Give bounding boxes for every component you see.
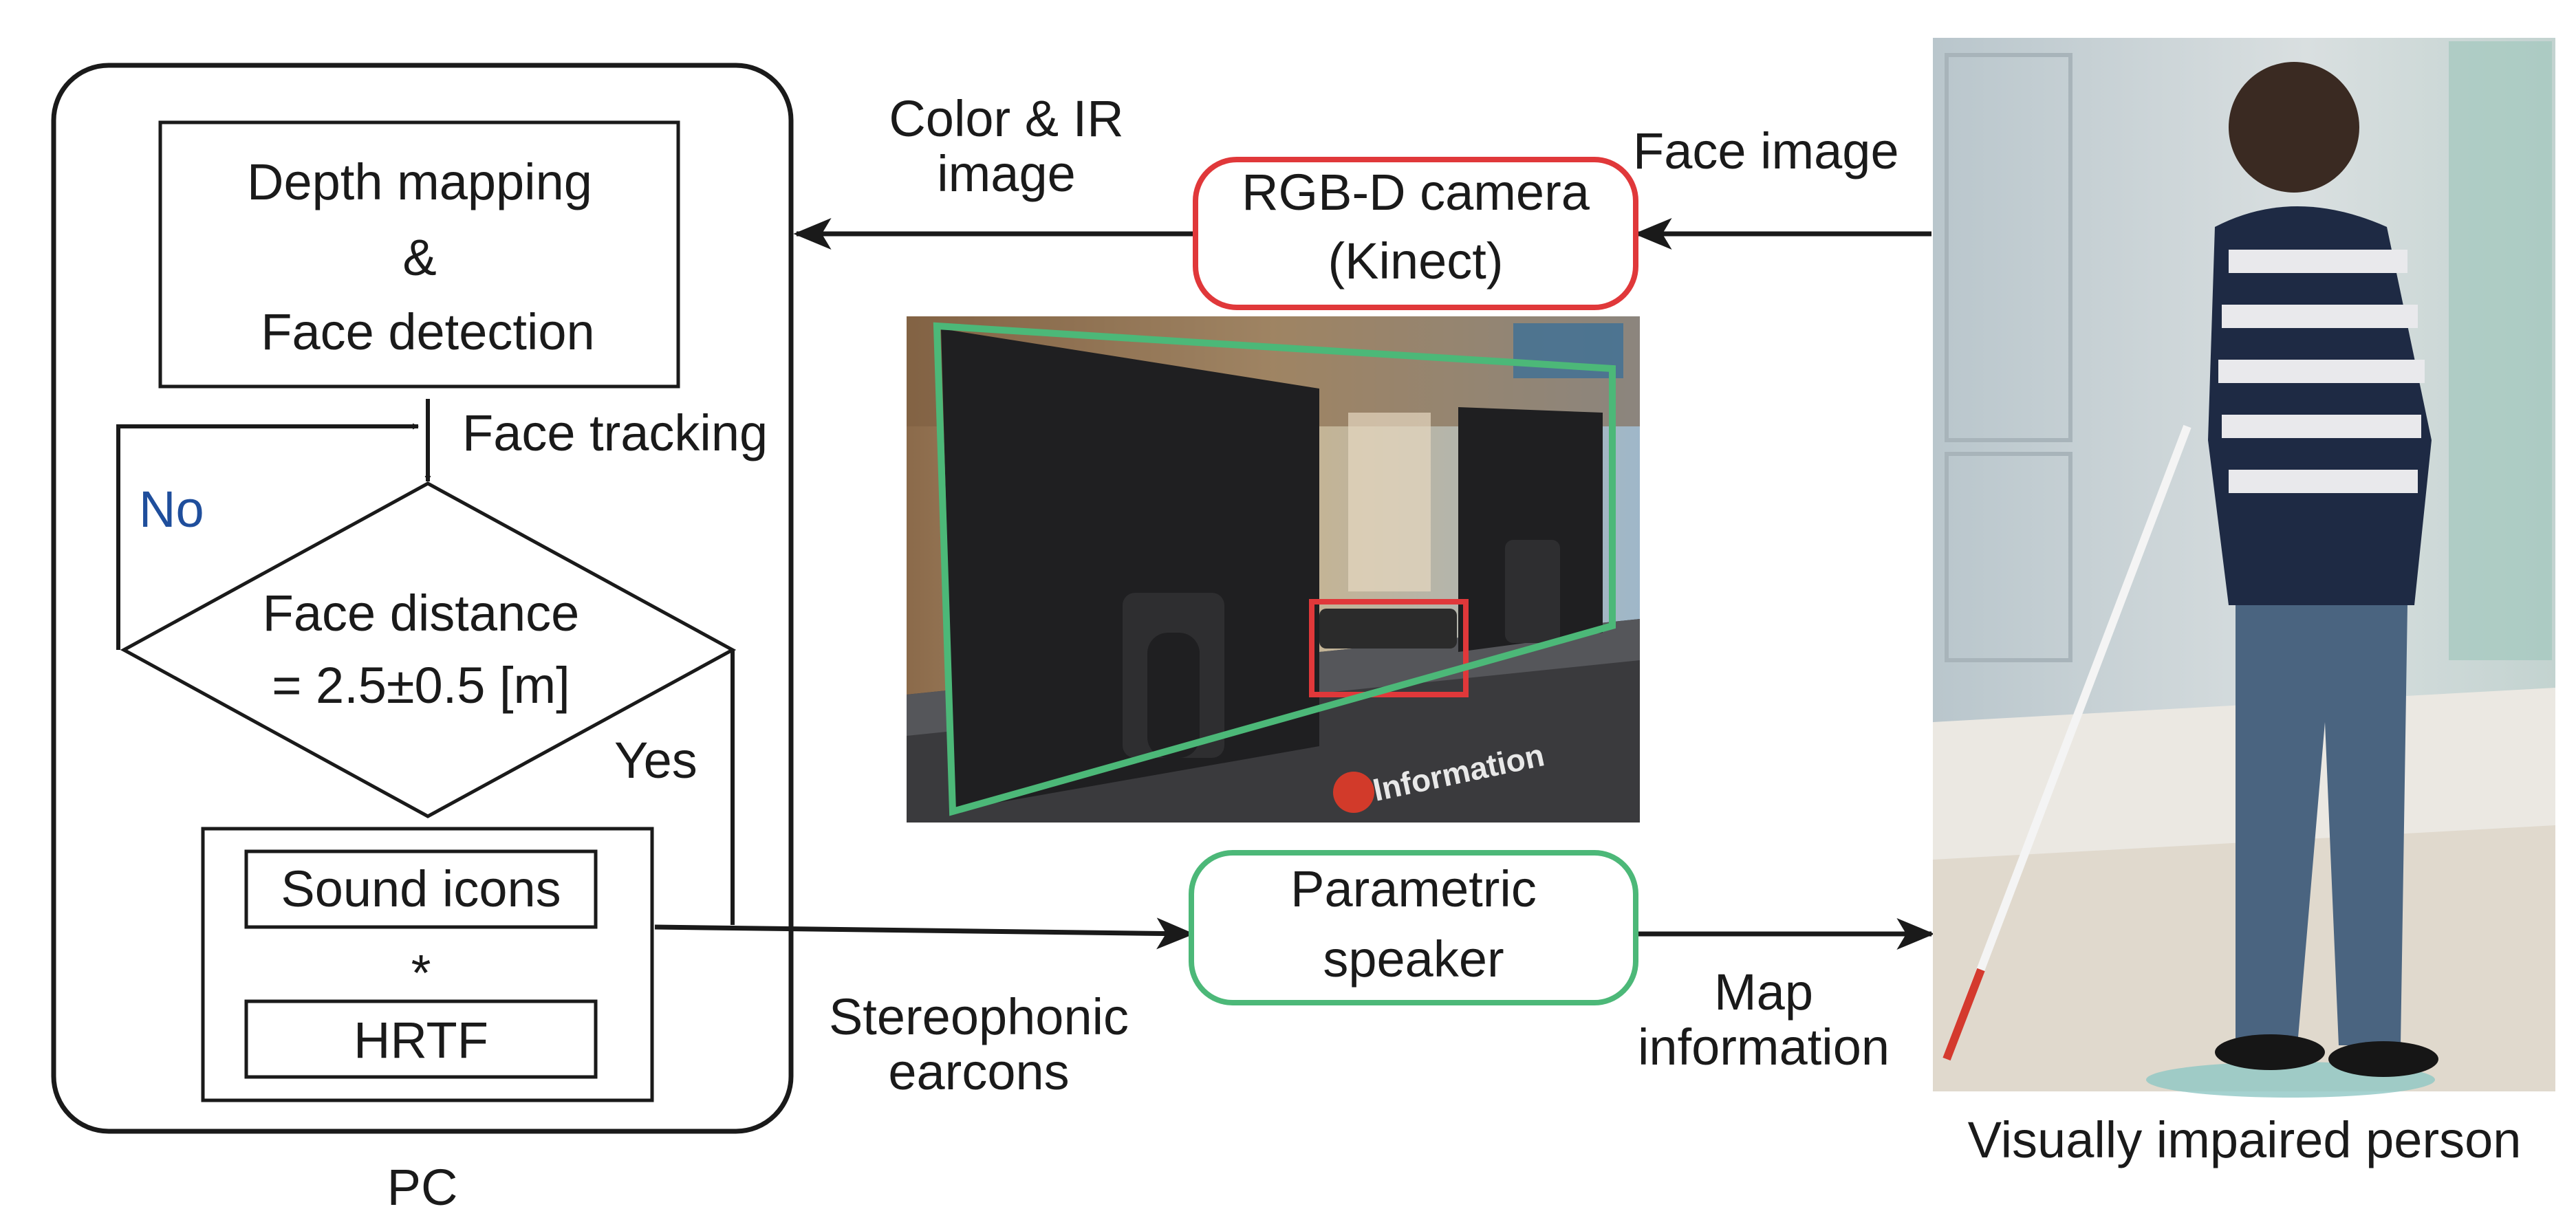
stereo-label-line1: Stereophonic [829, 988, 1129, 1045]
person-caption: Visually impaired person [1968, 1111, 2522, 1168]
stereo-arrow [654, 917, 1195, 950]
no-loop-arrow [116, 423, 419, 650]
map-info-label-line1: Map [1714, 963, 1813, 1021]
depth-box-line1: Depth mapping [247, 153, 592, 210]
depth-face-detection-box [158, 120, 680, 389]
face-image-label: Face image [1633, 122, 1899, 179]
pc-label: PC [387, 1159, 458, 1216]
decision-line2: = 2.5±0.5 [m] [272, 657, 570, 714]
depth-box-line3: Face detection [261, 303, 594, 360]
color-ir-label-line2: image [937, 145, 1076, 202]
speaker-line1: Parametric [1290, 860, 1537, 917]
convolution-symbol: * [411, 944, 431, 1001]
hrtf-box [244, 999, 598, 1079]
sound-processing-box [201, 827, 654, 1102]
map-info-label-line2: information [1638, 1019, 1890, 1076]
camera-line1: RGB-D camera [1242, 164, 1590, 221]
sound-icons-box [244, 849, 598, 929]
sound-icons-label: Sound icons [281, 860, 561, 917]
stereo-label-line2: earcons [888, 1043, 1069, 1100]
speaker-outline [933, 322, 1616, 816]
decision-line1: Face distance [263, 585, 580, 642]
color-ir-label-line1: Color & IR [889, 90, 1123, 147]
kiosk-photo: Information [907, 316, 1640, 823]
kinect-highlight [1309, 599, 1469, 697]
no-label: No [139, 481, 204, 538]
camera-line2: (Kinect) [1328, 232, 1504, 290]
hrtf-label: HRTF [354, 1012, 488, 1069]
face-distance-decision [120, 481, 737, 818]
parametric-speaker-node [1189, 850, 1638, 1005]
face-tracking-label: Face tracking [462, 404, 768, 461]
depth-box-line2: & [402, 229, 436, 286]
yes-label: Yes [614, 732, 697, 789]
pc-container [51, 63, 794, 1134]
person-photo [1933, 38, 2555, 1098]
speaker-line2: speaker [1323, 930, 1504, 988]
rgbd-camera-node [1193, 157, 1638, 310]
